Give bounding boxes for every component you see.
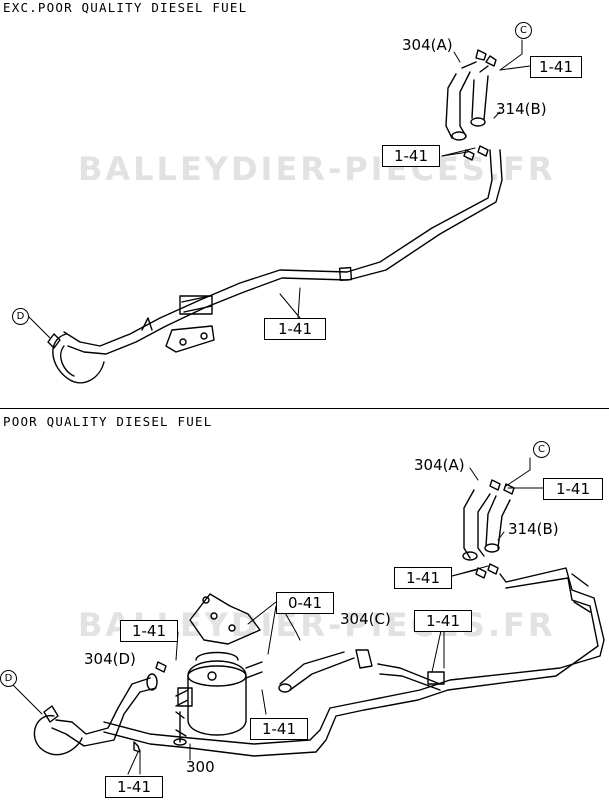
label-hose-314b-bottom: 314(B) — [508, 520, 559, 538]
bottom-hose-b — [484, 495, 511, 553]
bottom-filter-bracket — [189, 593, 261, 645]
circle-callout-c-bottom: C — [533, 441, 550, 458]
bottom-fuel-pipes — [103, 567, 605, 757]
ref-box-bottom-mid: 1-41 — [394, 567, 452, 589]
ref-box-top-lower: 1-41 — [264, 318, 326, 340]
ref-box-filter: 1-41 — [250, 718, 308, 740]
circle-callout-c-top: C — [515, 22, 532, 39]
ref-box-bracket: 0-41 — [276, 592, 334, 614]
label-hose-304a-top: 304(A) — [402, 36, 453, 54]
section-title-bottom: POOR QUALITY DIESEL FUEL — [3, 414, 213, 429]
section-title-top: EXC.POOR QUALITY DIESEL FUEL — [3, 0, 248, 15]
label-hose-304a-bottom: 304(A) — [414, 456, 465, 474]
top-hose-b — [470, 65, 489, 127]
bottom-hose-c — [278, 649, 373, 693]
ref-box-hose-c: 1-41 — [414, 610, 472, 632]
bottom-hose-a — [462, 489, 491, 561]
bottom-hose-d — [33, 673, 158, 756]
label-hose-304d: 304(D) — [84, 650, 136, 668]
ref-box-top-mid: 1-41 — [382, 145, 440, 167]
label-hose-304c: 304(C) — [340, 610, 391, 628]
ref-box-top-upper: 1-41 — [530, 56, 582, 78]
label-hose-314b-top: 314(B) — [496, 100, 547, 118]
ref-box-bottom-upper: 1-41 — [543, 478, 603, 500]
ref-box-bottom-left: 1-41 — [120, 620, 178, 642]
top-fuel-pipes — [52, 149, 503, 384]
circle-callout-d-bottom: D — [0, 670, 17, 687]
bottom-bolt-300 — [173, 711, 187, 746]
circle-callout-d-top: D — [12, 308, 29, 325]
top-clips — [47, 49, 497, 349]
top-mounting-bracket — [141, 317, 215, 353]
label-bolt-300: 300 — [186, 758, 215, 776]
ref-box-bottom: 1-41 — [105, 776, 163, 798]
top-leaders — [27, 39, 531, 339]
section-divider — [0, 408, 609, 409]
top-hose-a — [445, 61, 477, 141]
bottom-fuel-filter — [175, 651, 263, 736]
